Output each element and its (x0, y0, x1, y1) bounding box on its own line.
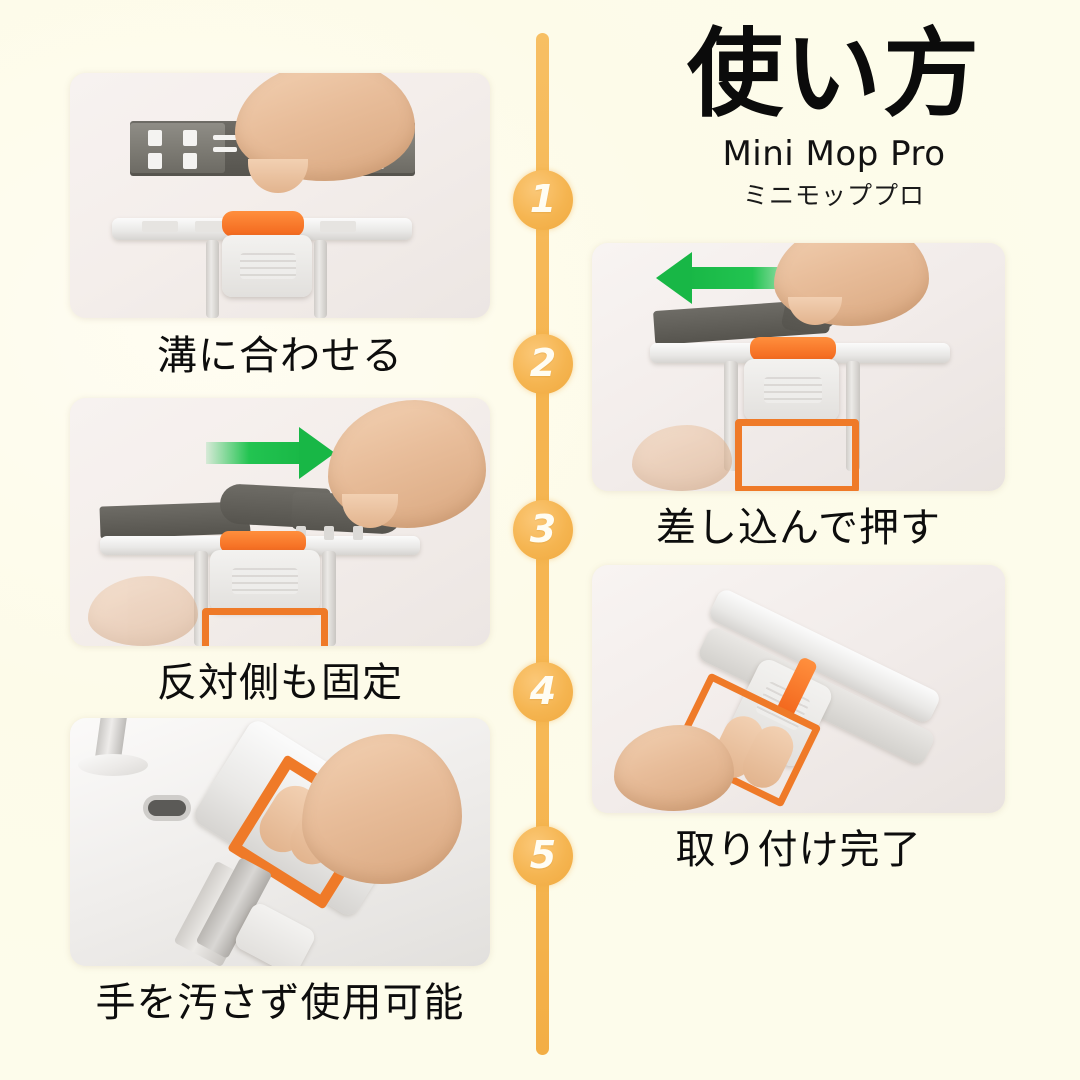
step-4: 取り付け完了 (592, 565, 1005, 872)
step-badge-2: 2 (513, 334, 573, 394)
step-1-photo (70, 73, 490, 318)
direction-arrow-left-icon (656, 252, 692, 304)
drain-icon (148, 800, 186, 816)
step-1-caption: 溝に合わせる (157, 333, 403, 379)
step-badge-5-number: 5 (529, 833, 557, 877)
step-3-photo (70, 398, 490, 646)
step-2-scene (592, 243, 1005, 491)
step-badge-3-number: 3 (529, 507, 557, 551)
step-3-caption: 反対側も固定 (157, 660, 403, 706)
step-3: 反対側も固定 (70, 398, 490, 705)
step-badge-1: 1 (513, 170, 573, 230)
step-2: 差し込んで押す (592, 243, 1005, 550)
step-badge-3: 3 (513, 500, 573, 560)
header: 使い方 Mini Mop Pro ミニモッププロ (610, 26, 1058, 212)
product-name-jp: ミニモッププロ (742, 181, 925, 210)
step-4-caption: 取り付け完了 (675, 827, 922, 873)
orange-frame (735, 419, 859, 491)
step-4-photo (592, 565, 1005, 813)
step-1-scene (70, 73, 490, 318)
page-title: 使い方 (687, 18, 981, 130)
step-2-photo (592, 243, 1005, 491)
step-badge-4: 4 (513, 662, 573, 722)
step-badge-4-number: 4 (529, 669, 557, 713)
step-5-caption: 手を汚さず使用可能 (95, 980, 465, 1026)
product-name-en: Mini Mop Pro (722, 134, 946, 174)
step-1: 溝に合わせる (70, 73, 490, 378)
step-badge-2-number: 2 (529, 341, 557, 385)
step-badge-1-number: 1 (529, 177, 557, 221)
step-3-scene (70, 398, 490, 646)
step-2-caption: 差し込んで押す (656, 505, 941, 551)
step-5: 手を汚さず使用可能 (70, 718, 490, 1025)
step-5-scene (70, 718, 490, 966)
step-4-scene (592, 565, 1005, 813)
step-5-photo (70, 718, 490, 966)
step-badge-5: 5 (513, 826, 573, 886)
